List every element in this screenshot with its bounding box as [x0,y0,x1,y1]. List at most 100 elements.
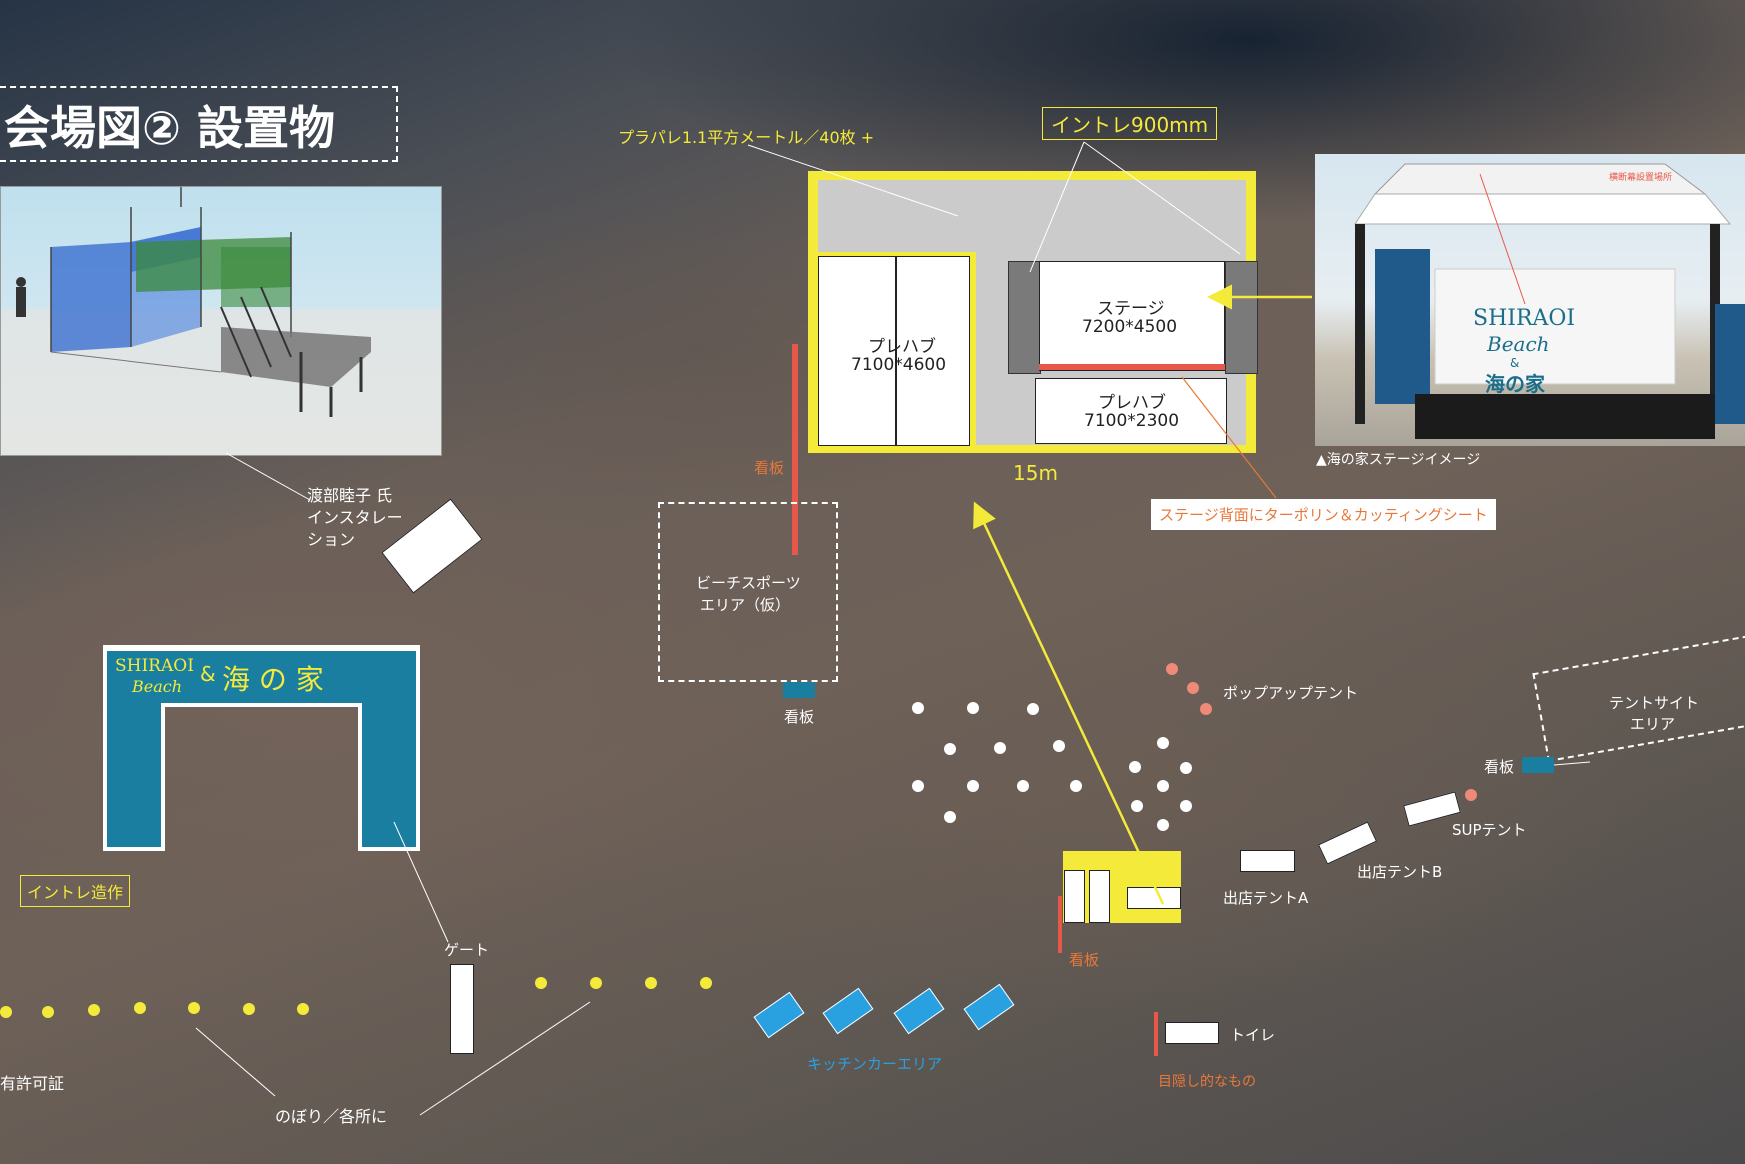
tent-site-label-1: テントサイト [1609,694,1700,712]
gate-intore-label: イントレ造作 [20,875,131,907]
nobori-dot [590,977,602,989]
beach-sports-label-1: ビーチスポーツ [696,574,801,592]
stage-image-sketch [1354,163,1745,439]
nobori-dot [700,977,712,989]
gate-post-marker [450,964,474,1054]
gate-logo-en-2: Beach [132,677,183,696]
table-dot [944,811,956,823]
installation-wireframe [16,187,371,417]
stage-size: 7200*4500 [1082,317,1178,337]
nobori-dot [535,977,547,989]
gate-label: ゲート [444,941,490,959]
title-frame [0,86,398,162]
signboard-1-label: 看板 [754,459,785,477]
nobori-dot [42,1006,54,1018]
table-dot [944,743,956,755]
table-dot [1180,762,1192,774]
toilet-label: トイレ [1230,1026,1276,1044]
prehab-left-size: 7100*4600 [851,355,947,375]
signboard-1-red-bar [792,344,798,555]
sup-tent-label: SUPテント [1452,821,1527,839]
prehab-left [818,256,970,446]
prehab-left-label: プレハブ [868,337,936,357]
banner-logo-jp: 海の家 [1485,372,1545,396]
stage-back-red-line [1039,364,1225,370]
stage-label: ステージ [1097,299,1165,319]
table-dot [1157,819,1169,831]
permit-label: 有許可証 [0,1074,65,1093]
nobori-dot [188,1002,200,1014]
signboard-2 [783,682,815,698]
nobori-dot [243,1003,255,1015]
popup-tent-dot [1200,703,1212,715]
table-dot [1129,761,1141,773]
signboard-4-red-bar [1058,896,1062,953]
gate-frame [103,645,420,851]
table-dot [1131,800,1143,812]
table-dot [1157,780,1169,792]
installation-label-1: 渡部睦子 氏 [307,486,393,505]
center-booth-box-1 [1064,870,1085,923]
kitchen-car-label: キッチンカーエリア [807,1055,943,1073]
stage-image-caption: ▲海の家ステージイメージ [1316,452,1481,468]
nobori-dot [0,1006,12,1018]
stage-image-photo: 横断幕設置場所 SHIRAOI Beach & 海の家 [1315,154,1745,446]
tent-site-label-2: エリア [1630,715,1676,733]
screen-red-bar [1154,1012,1158,1056]
prehab-left-divider [895,257,897,445]
table-dot [1157,737,1169,749]
table-dot [994,742,1006,754]
banner-logo-en-1: SHIRAOI [1473,306,1576,331]
page-title: 会場図② 設置物 [4,101,335,155]
nobori-label: のぼり／各所に [275,1107,388,1126]
prehab-bottom-label: プレハブ [1098,393,1166,413]
gate-logo-en-1: SHIRAOI [115,656,194,676]
nobori-dot [297,1003,309,1015]
table-dot [1053,740,1065,752]
banner-logo-amp: & [1510,356,1520,370]
gate-right-panel [362,651,416,847]
screen-label: 目隠し的なもの [1158,1074,1256,1090]
gate-logo-amp: & [200,662,216,686]
popup-tent-label: ポップアップテント [1223,684,1359,702]
table-dot [967,702,979,714]
prehab-bottom [1035,378,1227,444]
installation-label-3: ション [307,530,356,549]
nobori-dot [88,1004,100,1016]
gate-logo-jp: 海 の 家 [222,663,324,696]
popup-tent-dot [1166,663,1178,675]
table-dot [912,780,924,792]
signboard-3 [1522,757,1554,773]
shop-tent-a [1240,850,1295,872]
beach-sports-area [658,502,838,682]
shop-tent-a-label: 出店テントA [1223,889,1309,907]
center-booth-box-2 [1089,870,1110,923]
signboard-3-label: 看板 [1484,758,1515,776]
width-15m-label: 15m [1013,461,1058,485]
installation-render-image [0,186,442,456]
shop-tent-b-label: 出店テントB [1357,863,1443,881]
intore-right [1225,261,1258,374]
prehab-bottom-size: 7100*2300 [1084,411,1180,431]
table-dot [912,702,924,714]
table-dot [967,780,979,792]
table-dot [1017,780,1029,792]
photo-banner-note: 横断幕設置場所 [1609,173,1673,183]
table-dot [1070,780,1082,792]
signboard-4-label: 看板 [1069,951,1100,969]
nobori-dot [645,977,657,989]
installation-label-2: インスタレー [307,508,403,527]
gate-left-panel [107,651,161,847]
table-dot [1180,800,1192,812]
intore-900-label: イントレ900mm [1042,107,1218,140]
beach-sports-label-2: エリア（仮） [700,596,791,614]
sup-tent-dot [1465,789,1477,801]
banner-logo-en-2: Beach [1487,332,1550,356]
nobori-dot [134,1002,146,1014]
toilet-box [1165,1022,1219,1044]
pallet-label: プラパレ1.1平方メートル／40枚 + [618,128,875,147]
signboard-2-label: 看板 [784,708,815,726]
table-dot [1027,703,1039,715]
